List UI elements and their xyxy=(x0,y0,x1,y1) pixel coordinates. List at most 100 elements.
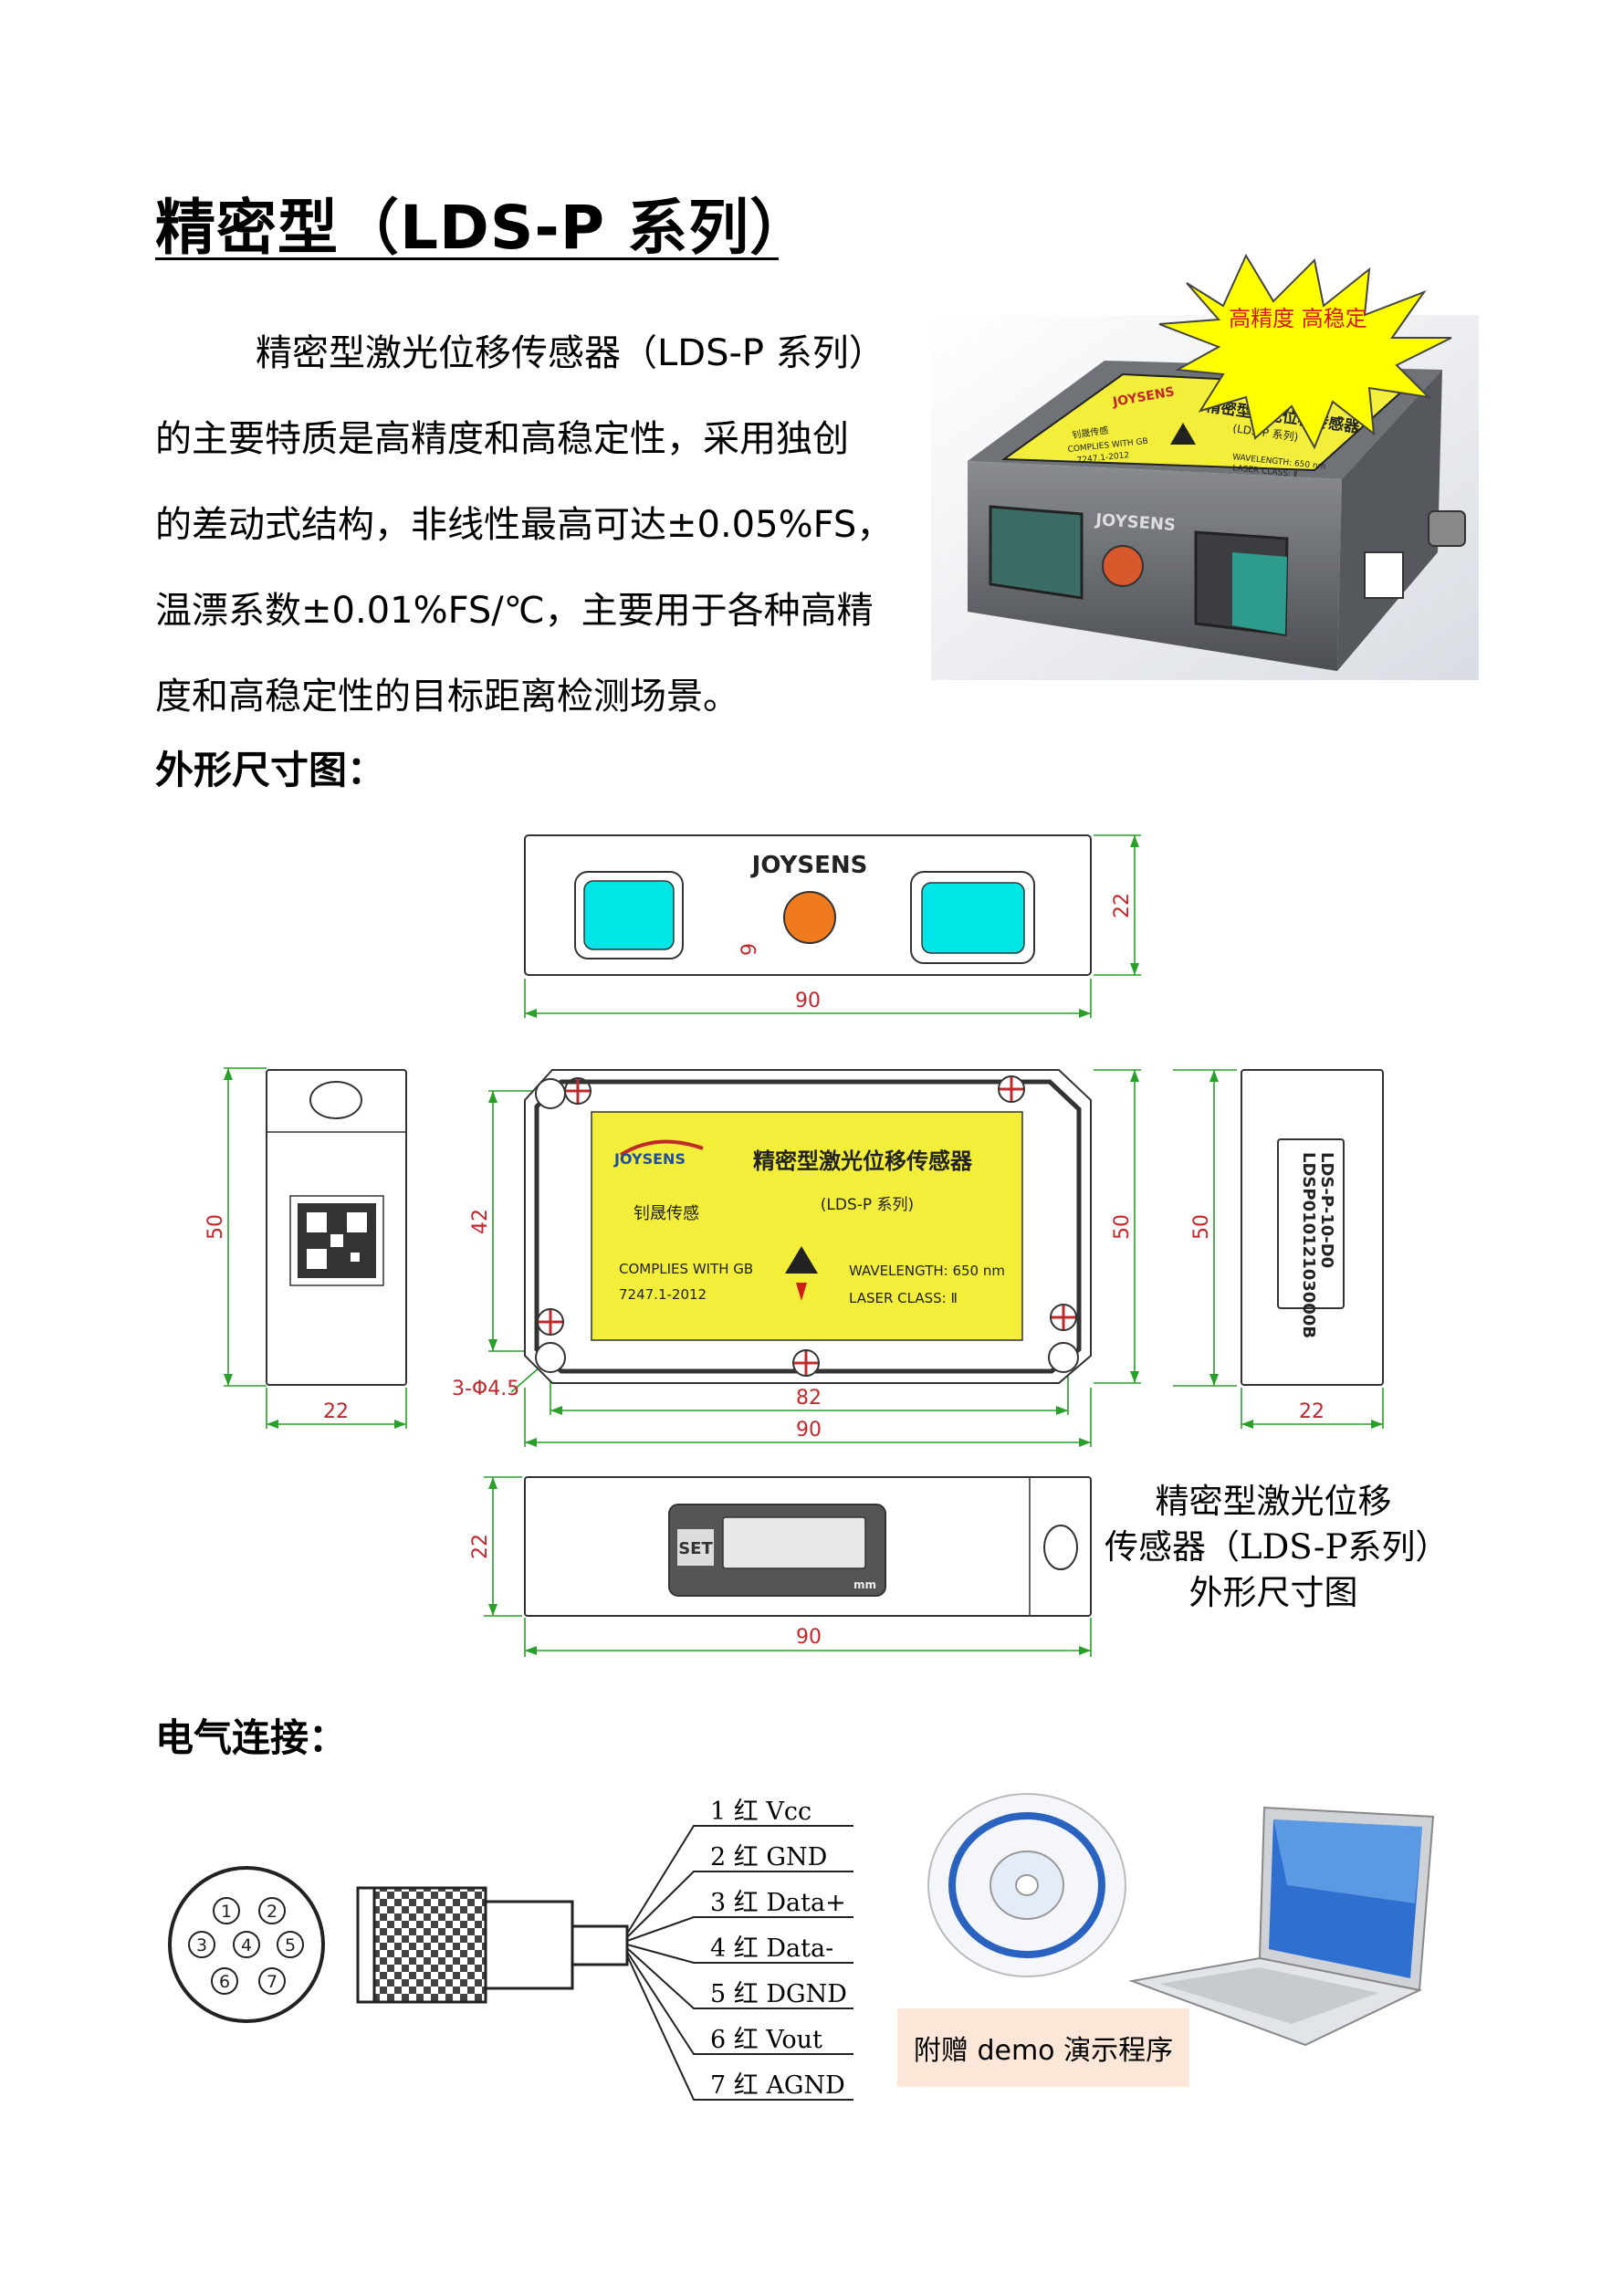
bottom-height-dim: 22 xyxy=(469,1534,492,1559)
demo-software-illustration xyxy=(927,1793,1435,2047)
label-complies: COMPLIES WITH GB xyxy=(619,1261,753,1277)
top-holes-dim: 3-Φ4.5 xyxy=(452,1378,519,1400)
wire-1-num: 1 xyxy=(710,1798,727,1826)
front-offset-dim: 9 xyxy=(738,943,761,956)
product-photo: JOYSENS 精密型激光位移传感器 (LDS-P 系列) 钊晟传感 COMPL… xyxy=(931,253,1479,680)
wire-5: 5 红 DGND xyxy=(710,1974,847,2009)
right-serial: LDSP01012103000B xyxy=(1299,1152,1318,1338)
cable-sleeve xyxy=(571,1924,629,1966)
laser-warning-icon xyxy=(1170,423,1196,445)
dimensions-heading: 外形尺寸图： xyxy=(155,748,386,792)
front-height-dim: 22 xyxy=(1111,893,1134,918)
pin-3: 3 xyxy=(196,1935,207,1955)
caption-line-1: 精密型激光位移 xyxy=(1155,1482,1392,1521)
label-arrow-icon xyxy=(796,1283,807,1301)
wire-3-color: 红 xyxy=(733,1889,759,1917)
pin-7: 7 xyxy=(267,1972,277,1992)
intro-line-4: 温漂系数±0.01%FS/℃，主要用于各种高精 xyxy=(155,590,874,632)
wire-3-signal: Data+ xyxy=(766,1889,846,1917)
bottom-view xyxy=(524,1476,1092,1617)
wire-5-color: 红 xyxy=(733,1980,759,2008)
burst-text: 高精度 高稳定 xyxy=(1229,306,1367,331)
top-view xyxy=(524,1069,1092,1384)
intro-line-1: 精密型激光位移传感器（LDS-P 系列） xyxy=(256,332,885,374)
wire-2-signal: GND xyxy=(766,1843,828,1871)
label-std: 7247.1-2012 xyxy=(619,1286,707,1303)
burst-star xyxy=(1158,253,1452,450)
front-width-dim: 90 xyxy=(795,990,821,1012)
display-unit: mm xyxy=(853,1578,876,1591)
photo-qr-code xyxy=(1364,551,1404,599)
wire-6-signal: Vout xyxy=(766,2026,822,2054)
wire-bundle xyxy=(626,1825,853,2101)
photo-connector xyxy=(1428,510,1466,547)
label-wavelength: WAVELENGTH: 650 nm xyxy=(849,1263,1005,1279)
demo-gift-label: 附赠 demo 演示程序 xyxy=(897,2008,1189,2087)
pin-4: 4 xyxy=(241,1935,252,1955)
connector-body xyxy=(484,1900,574,1990)
intro-line-5: 度和高稳定性的目标距离检测场景。 xyxy=(155,676,739,718)
wire-6-color: 红 xyxy=(733,2026,759,2054)
page-title: 精密型（LDS-P 系列） xyxy=(155,193,812,263)
pin-5: 5 xyxy=(285,1935,296,1955)
wire-2-num: 2 xyxy=(710,1843,727,1871)
wire-2: 2 红 GND xyxy=(710,1837,827,1872)
intro-line-2: 的主要特质是高精度和高稳定性，采用独创 xyxy=(155,418,849,460)
wire-1: 1 红 Vcc xyxy=(710,1791,812,1827)
front-view xyxy=(524,834,1092,976)
wire-7-color: 红 xyxy=(733,2071,759,2100)
wire-2-color: 红 xyxy=(733,1843,759,1871)
right-model: LDS-P-10-D0 xyxy=(1317,1152,1336,1268)
left-width-dim: 22 xyxy=(323,1400,349,1423)
connector-flange xyxy=(356,1886,376,2004)
wire-6-num: 6 xyxy=(710,2026,727,2054)
wire-5-signal: DGND xyxy=(766,1980,847,2008)
title-underline xyxy=(155,257,779,260)
left-height-dim: 50 xyxy=(204,1214,227,1240)
wire-3: 3 红 Data+ xyxy=(710,1882,846,1918)
pin-2: 2 xyxy=(267,1902,277,1922)
intro-paragraph: 精密型激光位移传感器（LDS-P 系列） 的主要特质是高精度和高稳定性，采用独创… xyxy=(155,310,904,739)
label-title: 精密型激光位移传感器 xyxy=(753,1148,973,1174)
top-inner-height-dim: 42 xyxy=(469,1209,492,1234)
front-brand: JOYSENS xyxy=(750,852,868,879)
wire-5-num: 5 xyxy=(710,1980,727,2008)
right-height-dim: 50 xyxy=(1190,1214,1213,1240)
caption-line-3: 外形尺寸图 xyxy=(1188,1573,1358,1612)
wire-1-color: 红 xyxy=(733,1798,759,1826)
connector-knurl xyxy=(372,1886,487,2004)
left-side-view xyxy=(266,1069,407,1386)
drawing-caption: 精密型激光位移 传感器（LDS-P系列） 外形尺寸图 xyxy=(1105,1479,1450,1616)
top-outer-height-dim: 50 xyxy=(1111,1214,1134,1240)
caption-line-2: 传感器（LDS-P系列） xyxy=(1105,1527,1450,1567)
pin-1: 1 xyxy=(221,1902,232,1922)
wire-4-signal: Data- xyxy=(766,1934,834,1963)
wire-6: 6 红 Vout xyxy=(710,2019,822,2055)
top-width-dim: 90 xyxy=(796,1419,822,1442)
wire-4-color: 红 xyxy=(733,1934,759,1963)
label-series: (LDS-P 系列) xyxy=(821,1196,914,1214)
intro-line-3: 的差动式结构，非线性最高可达±0.05%FS， xyxy=(155,504,894,546)
wire-7: 7 红 AGND xyxy=(710,2065,845,2101)
right-side-view xyxy=(1241,1069,1384,1386)
wiring-diagram: 1 2 3 4 5 6 7 xyxy=(168,1825,853,2101)
electrical-heading: 电气连接： xyxy=(155,1715,348,1760)
bottom-width-dim: 90 xyxy=(796,1626,822,1649)
label-laser-warning-icon xyxy=(785,1246,818,1274)
cd-icon xyxy=(927,1793,1126,1977)
top-hole-span-dim: 82 xyxy=(796,1387,822,1410)
wire-4-num: 4 xyxy=(710,1934,727,1963)
set-key-label: SET xyxy=(678,1539,713,1558)
label-class: LASER CLASS: Ⅱ xyxy=(849,1290,958,1306)
wire-7-num: 7 xyxy=(710,2071,727,2100)
photo-laser-dot xyxy=(1102,545,1144,587)
wire-3-num: 3 xyxy=(710,1889,727,1917)
right-width-dim: 22 xyxy=(1299,1400,1325,1423)
laptop-icon xyxy=(1128,1806,1435,2047)
pin-6: 6 xyxy=(219,1972,230,1992)
label-brand-sub: 钊晟传感 xyxy=(633,1204,699,1223)
wire-7-signal: AGND xyxy=(766,2071,845,2100)
label-brand: JOYSENS xyxy=(613,1150,686,1168)
wire-4: 4 红 Data- xyxy=(710,1928,833,1964)
wire-1-signal: Vcc xyxy=(766,1798,812,1826)
